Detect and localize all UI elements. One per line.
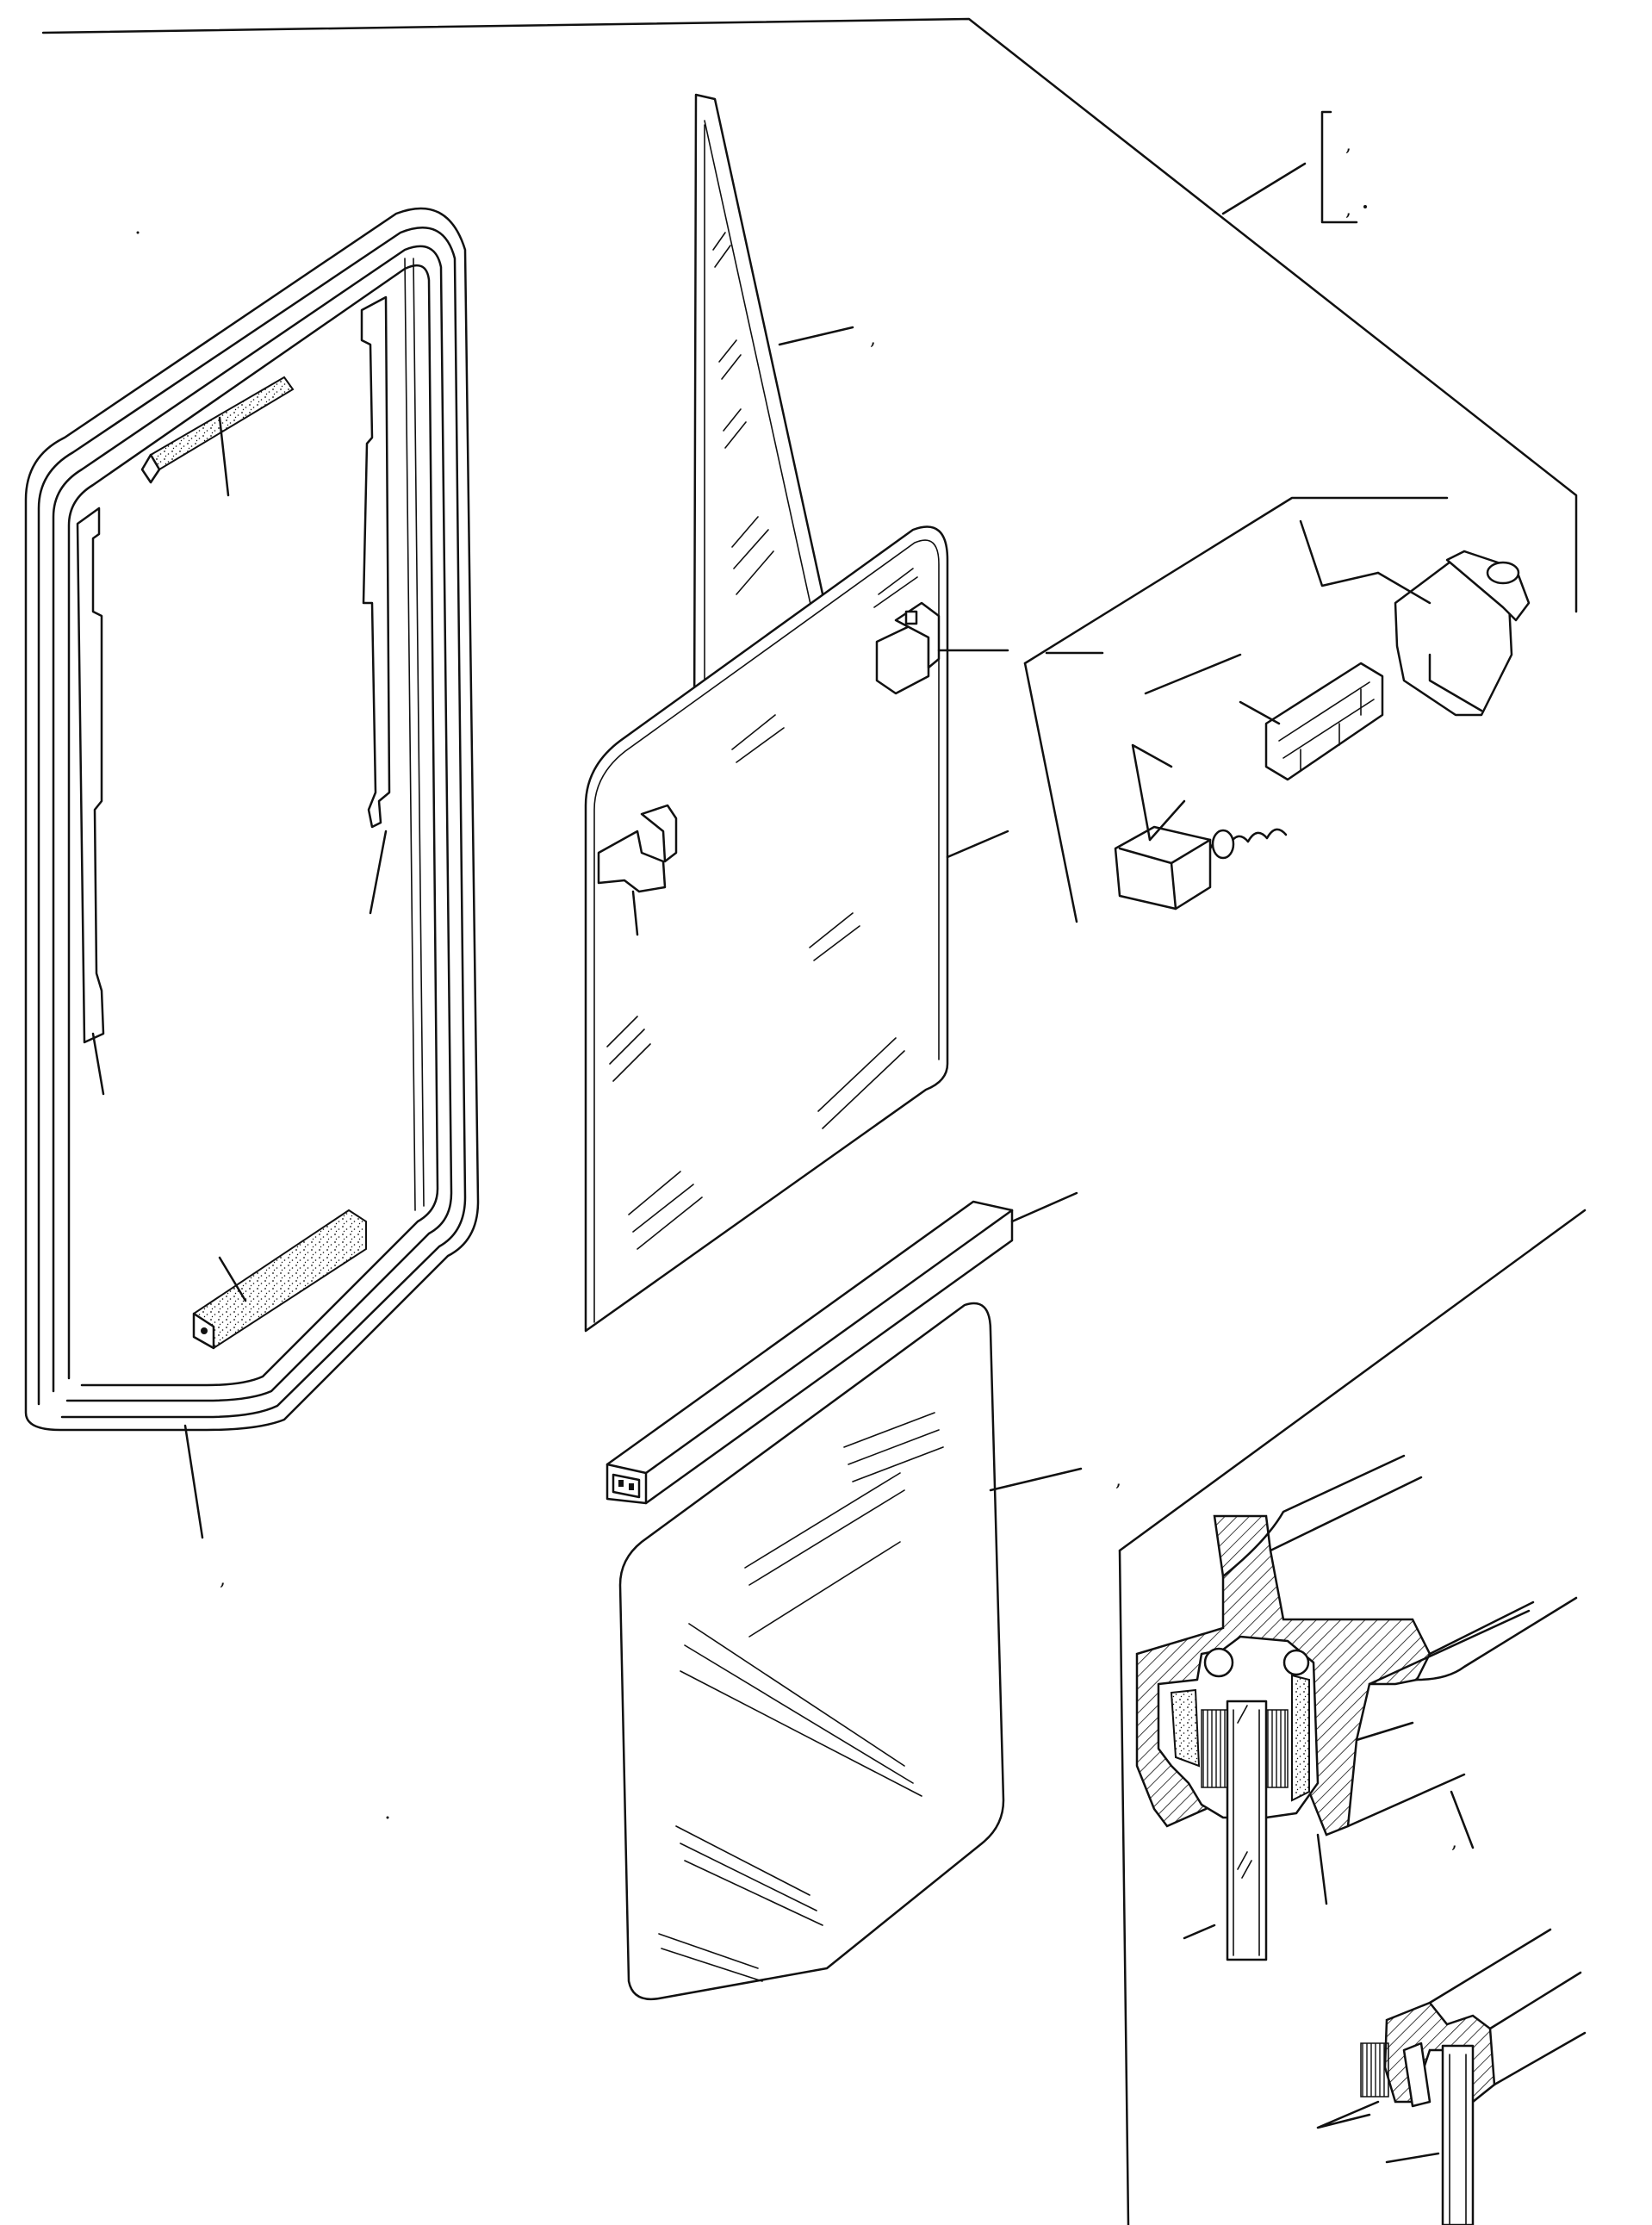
callout-mark-quarter-glass: , <box>870 328 876 350</box>
latch-detail-parts <box>1045 519 1531 911</box>
right-channel-retainer <box>360 295 391 915</box>
assembly-boundary-lines <box>41 17 1587 2225</box>
lower-glass-panel <box>618 1302 1083 2001</box>
callout-mark-label-box: , <box>1345 134 1351 156</box>
callout-mark-section-large: , <box>1451 1831 1457 1853</box>
left-channel-retainer <box>76 507 105 1096</box>
callout-mark-label-box-lower: , <box>1345 199 1351 221</box>
frame-leader <box>183 1424 204 1539</box>
panel-latch-upper <box>875 601 1009 695</box>
frame-cross-section-small <box>1316 1928 1587 2225</box>
callout-mark-lower-glass: , <box>1115 1470 1121 1491</box>
bottom-foam-block <box>192 1209 367 1350</box>
sliding-glass-panel <box>584 525 1009 1333</box>
label-box <box>1221 110 1358 224</box>
stray-marks <box>136 205 1367 1819</box>
top-seal-strip <box>140 376 295 497</box>
sliding-runner-channel <box>606 1191 1078 1505</box>
panel-latch-left <box>597 804 678 936</box>
frame-cross-section-large <box>1135 1454 1578 1961</box>
callout-mark-door-frame: , <box>220 1569 226 1590</box>
